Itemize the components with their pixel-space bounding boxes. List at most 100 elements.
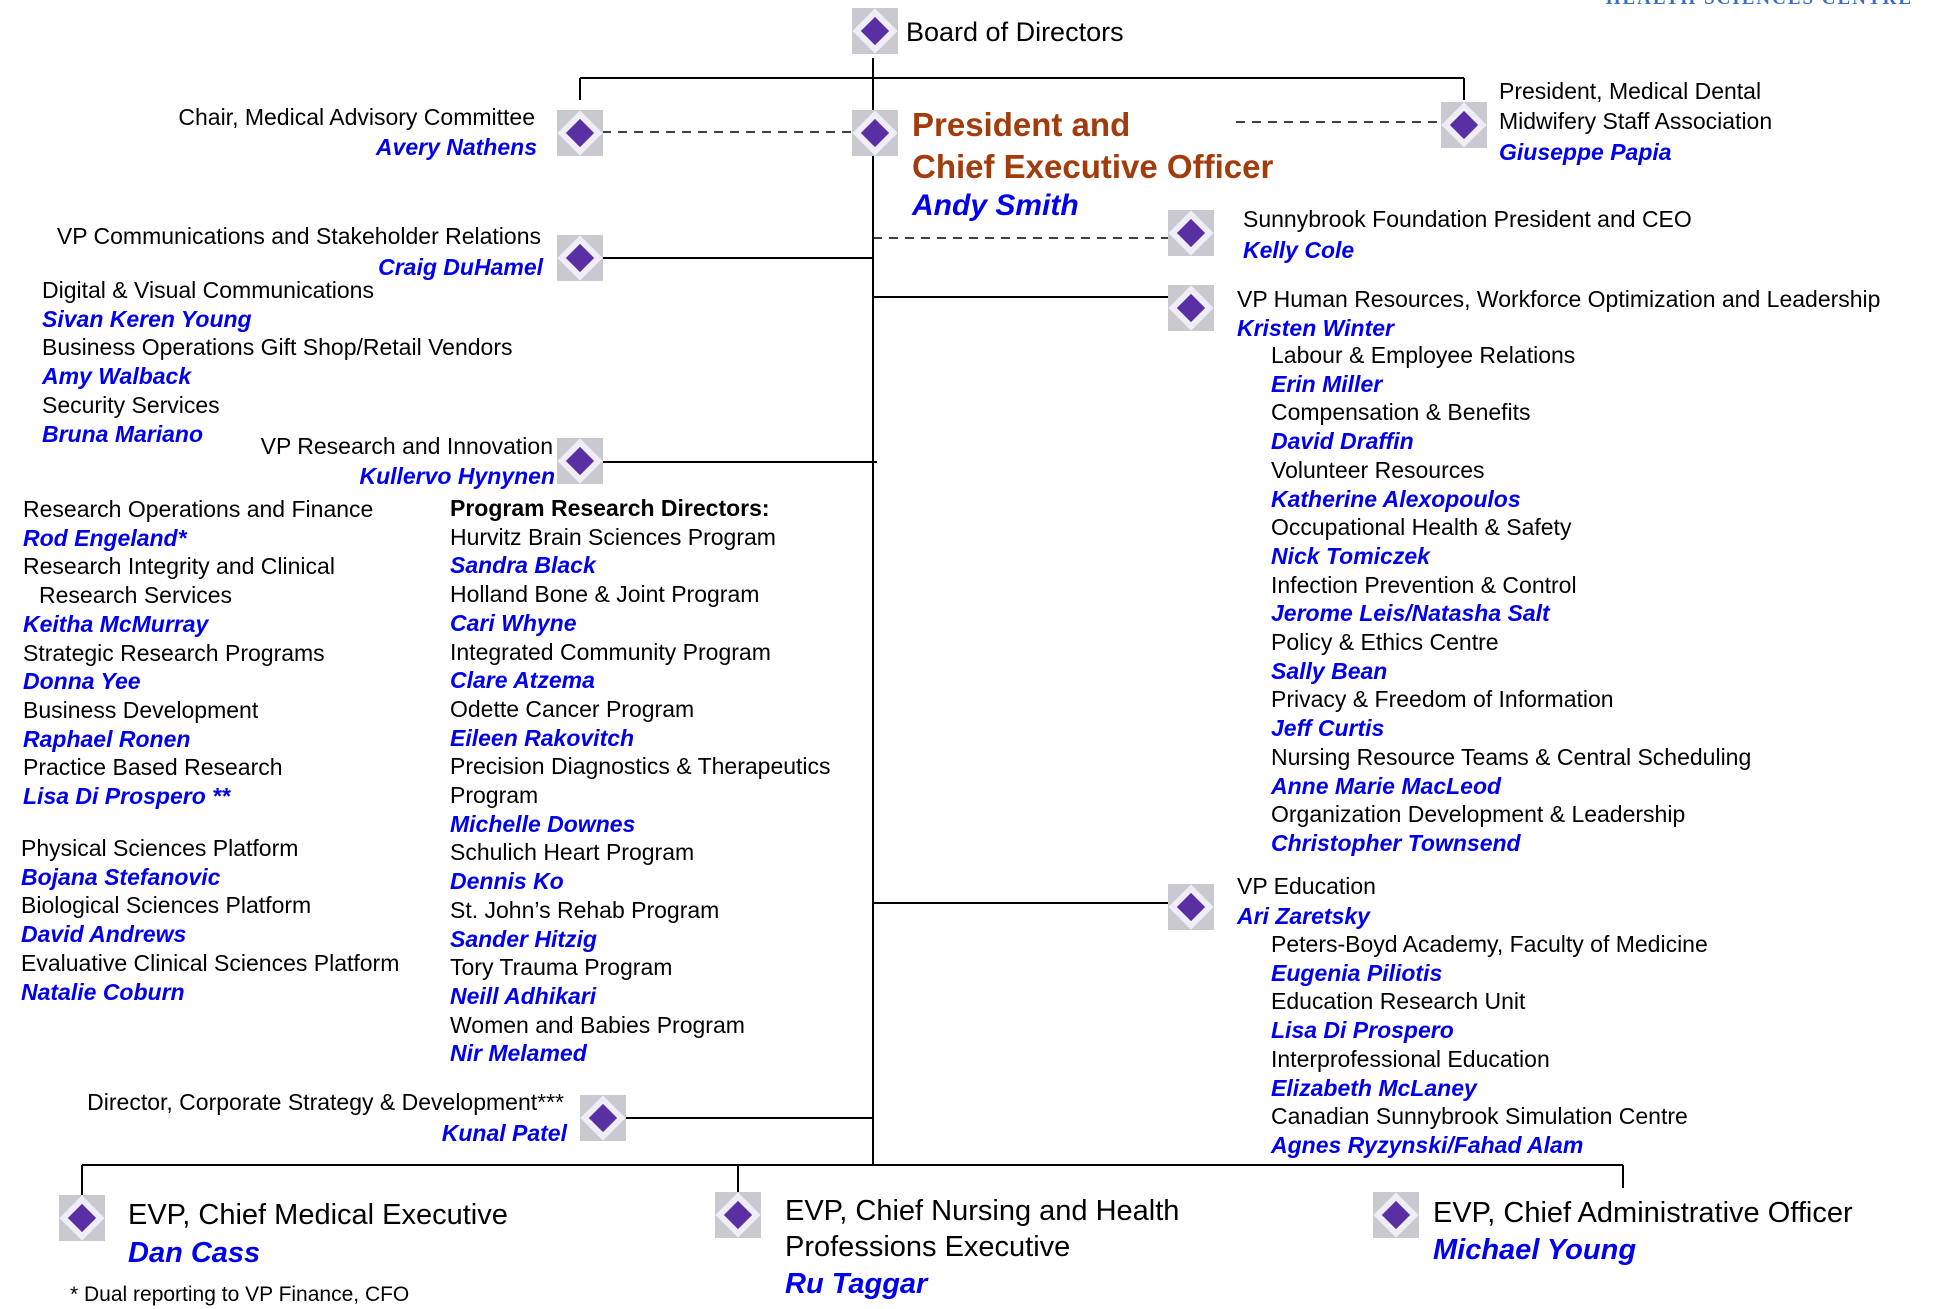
- program-director-name: Sandra Black: [450, 552, 596, 579]
- report-name: Sally Bean: [1271, 657, 1388, 684]
- ceo-node-icon: [852, 110, 898, 156]
- education-reports: Peters-Boyd Academy, Faculty of Medicine…: [1271, 930, 1708, 1160]
- footnote: * Dual reporting to VP Finance, CFO: [70, 1283, 410, 1306]
- report-title: Privacy & Freedom of Information: [1271, 686, 1614, 713]
- program-director-name: Eileen Rakovitch: [450, 724, 635, 751]
- platform-title: Biological Sciences Platform: [21, 892, 312, 919]
- foundation-title: Sunnybrook Foundation President and CEO: [1243, 206, 1692, 232]
- research-reports: Research Operations and Finance Rod Enge…: [23, 495, 373, 811]
- report-name: Jerome Leis/Natasha Salt: [1271, 600, 1550, 627]
- report-title: Labour & Employee Relations: [1271, 342, 1576, 368]
- evp-nursing-title-line2: Professions Executive: [785, 1231, 1071, 1263]
- mdmsa-title-line2: Midwifery Staff Association: [1499, 108, 1773, 134]
- comms-name: Craig DuHamel: [378, 254, 543, 280]
- report-title: Peters-Boyd Academy, Faculty of Medicine: [1271, 931, 1708, 957]
- report-title: Policy & Ethics Centre: [1271, 629, 1499, 656]
- evp-admin-node-icon: [1373, 1192, 1419, 1238]
- program-title-line1: Precision Diagnostics & Therapeutics: [450, 753, 831, 780]
- education-title: VP Education: [1237, 873, 1376, 899]
- evp-nursing-node-icon: [715, 1192, 761, 1238]
- evp-nursing-name: Ru Taggar: [785, 1268, 928, 1300]
- evp-admin-name: Michael Young: [1433, 1234, 1637, 1266]
- program-directors-heading: Program Research Directors:: [450, 495, 770, 521]
- program-title: Integrated Community Program: [450, 638, 771, 665]
- mdmsa-title-line1: President, Medical Dental: [1499, 78, 1762, 104]
- board-title: Board of Directors: [906, 17, 1124, 47]
- mac-name: Avery Nathens: [375, 134, 537, 160]
- program-director-name: Clare Atzema: [450, 667, 595, 694]
- hr-reports: Labour & Employee Relations Erin Miller …: [1271, 341, 1751, 858]
- foundation-node-icon: [1168, 210, 1214, 256]
- ceo-title-line1: President and: [912, 106, 1131, 143]
- report-name: Keitha McMurray: [23, 610, 209, 637]
- program-title: Schulich Heart Program: [450, 839, 695, 866]
- hr-name: Kristen Winter: [1237, 315, 1394, 341]
- strategy-title: Director, Corporate Strategy & Developme…: [87, 1089, 564, 1115]
- report-name: David Draffin: [1271, 428, 1414, 455]
- ceo-title-line2: Chief Executive Officer: [912, 148, 1274, 185]
- report-name: Sivan Keren Young: [42, 305, 252, 332]
- research-title: VP Research and Innovation: [260, 433, 553, 459]
- evp-admin-title: EVP, Chief Administrative Officer: [1433, 1197, 1853, 1229]
- mdmsa-name: Giuseppe Papia: [1499, 139, 1672, 165]
- foundation-name: Kelly Cole: [1243, 237, 1355, 263]
- program-title: Holland Bone & Joint Program: [450, 581, 760, 608]
- report-title: Security Services: [42, 391, 220, 418]
- evp-medical-name: Dan Cass: [128, 1237, 261, 1269]
- report-name: Donna Yee: [23, 668, 141, 695]
- brand-text: HEALTH SCIENCES CENTRE: [1606, 0, 1913, 10]
- report-title: Business Operations Gift Shop/Retail Ven…: [42, 334, 513, 361]
- report-title: Practice Based Research: [23, 754, 283, 781]
- research-name: Kullervo Hynynen: [359, 463, 555, 489]
- research-node-icon: [557, 438, 603, 484]
- program-title-line2: Program: [450, 782, 539, 809]
- report-title: Compensation & Benefits: [1271, 399, 1531, 426]
- report-title: Digital & Visual Communications: [42, 277, 374, 303]
- report-name: Nick Tomiczek: [1271, 542, 1430, 569]
- report-name: Elizabeth McLaney: [1271, 1074, 1477, 1101]
- report-title: Nursing Resource Teams & Central Schedul…: [1271, 743, 1752, 770]
- program-director-name: Michelle Downes: [450, 810, 636, 837]
- report-name: Lisa Di Prospero **: [23, 783, 231, 810]
- report-title: Strategic Research Programs: [23, 639, 325, 666]
- evp-medical-title: EVP, Chief Medical Executive: [128, 1199, 508, 1231]
- ceo-name: Andy Smith: [912, 189, 1079, 222]
- report-name: Bruna Mariano: [42, 420, 204, 447]
- research-platforms: Physical Sciences Platform Bojana Stefan…: [21, 834, 399, 1006]
- program-title: Women and Babies Program: [450, 1011, 745, 1038]
- report-title-line1: Research Integrity and Clinical: [23, 553, 335, 580]
- report-title-line2: Research Services: [39, 582, 233, 609]
- mac-title: Chair, Medical Advisory Committee: [178, 104, 535, 130]
- program-director-name: Neill Adhikari: [450, 982, 597, 1009]
- report-name: Agnes Ryzynski/Fahad Alam: [1271, 1131, 1584, 1158]
- platform-title: Evaluative Clinical Sciences Platform: [21, 949, 400, 976]
- mac-node-icon: [557, 110, 603, 156]
- program-title: Tory Trauma Program: [450, 954, 673, 981]
- program-title: Odette Cancer Program: [450, 695, 695, 722]
- report-title: Research Operations and Finance: [23, 496, 374, 522]
- report-name: Rod Engeland*: [23, 524, 187, 551]
- program-research-directors: Program Research Directors: Hurvitz Brai…: [450, 494, 831, 1068]
- report-title: Canadian Sunnybrook Simulation Centre: [1271, 1103, 1688, 1130]
- report-name: Jeff Curtis: [1271, 715, 1385, 742]
- comms-reports: Digital & Visual Communications Sivan Ke…: [42, 276, 512, 448]
- hr-node-icon: [1168, 285, 1214, 331]
- report-name: Amy Walback: [42, 363, 192, 390]
- comms-title: VP Communications and Stakeholder Relati…: [56, 223, 541, 249]
- report-title: Organization Development & Leadership: [1271, 801, 1686, 828]
- program-title: Hurvitz Brain Sciences Program: [450, 523, 776, 550]
- report-title: Interprofessional Education: [1271, 1045, 1550, 1072]
- comms-node-icon: [557, 235, 603, 281]
- report-name: Christopher Townsend: [1271, 829, 1521, 856]
- report-name: Eugenia Piliotis: [1271, 959, 1443, 986]
- evp-medical-node-icon: [59, 1195, 105, 1241]
- education-name: Ari Zaretsky: [1237, 903, 1370, 929]
- report-name: Raphael Ronen: [23, 725, 191, 752]
- platform-name: Natalie Coburn: [21, 978, 185, 1005]
- report-name: Erin Miller: [1271, 370, 1383, 397]
- hr-title: VP Human Resources, Workforce Optimizati…: [1237, 286, 1881, 312]
- report-name: Anne Marie MacLeod: [1271, 772, 1502, 799]
- report-title: Business Development: [23, 696, 259, 723]
- program-director-name: Cari Whyne: [450, 609, 577, 636]
